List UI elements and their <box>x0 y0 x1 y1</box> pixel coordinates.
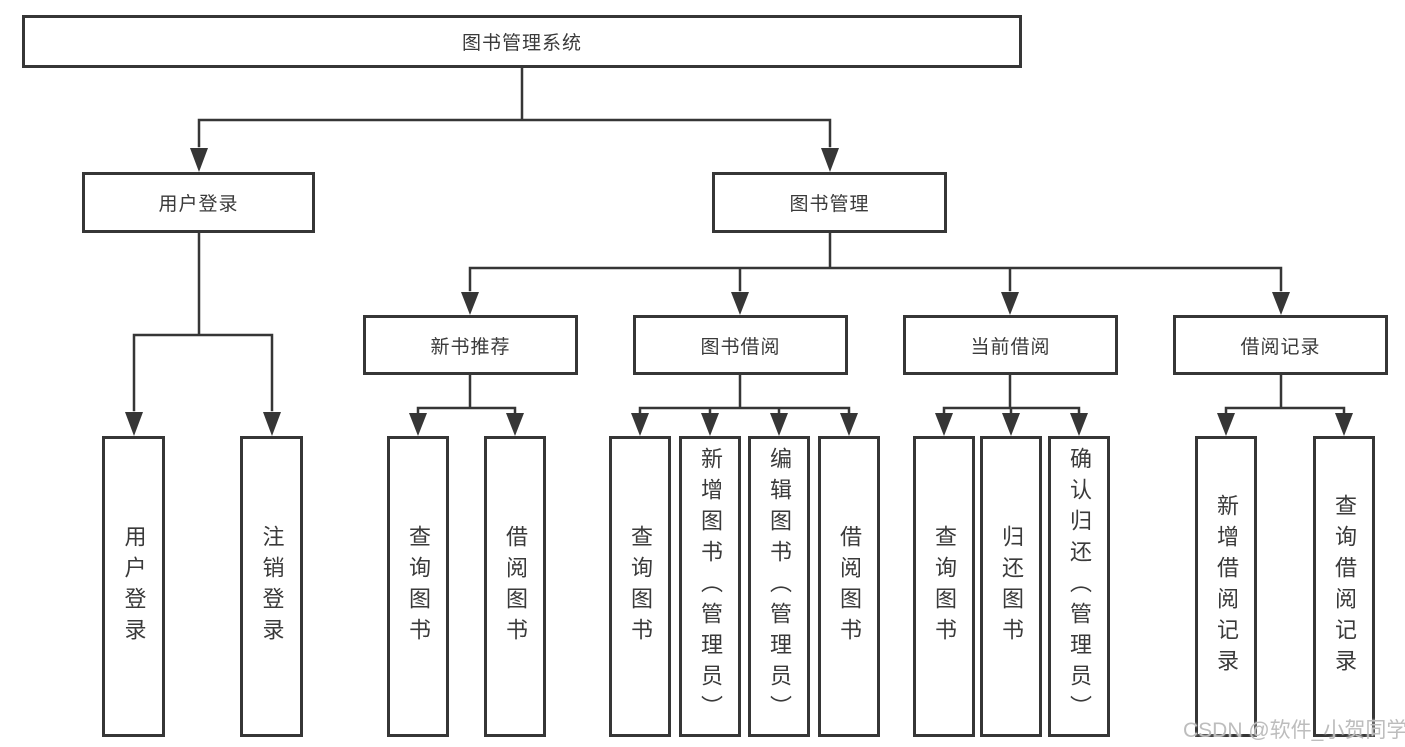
node-current-borrow-label: 当前借阅 <box>970 336 1051 358</box>
node-book-management: 图书管理 <box>712 172 947 233</box>
leaf-edit-books-admin: 编辑图书（管理员） <box>748 436 810 737</box>
node-book-borrow: 图书借阅 <box>633 315 848 375</box>
arrowhead-icon <box>770 413 788 436</box>
arrowhead-icon <box>1001 292 1019 315</box>
arrowhead-icon <box>125 412 143 436</box>
node-root-system: 图书管理系统 <box>22 15 1022 68</box>
leaf-confirm-return-admin: 确认归还（管理员） <box>1048 436 1110 737</box>
leaf-borrow-books-newbook: 借阅图书 <box>484 436 546 737</box>
leaf-borrow-books-newbook-label: 借阅图书 <box>503 524 528 649</box>
leaf-borrow-books: 借阅图书 <box>818 436 880 737</box>
leaf-user-login: 用户登录 <box>102 436 165 737</box>
leaf-return-books-label: 归还图书 <box>999 524 1024 649</box>
leaf-add-books-admin-label: 新增图书（管理员） <box>698 447 723 726</box>
leaf-query-books-borrow: 查询图书 <box>609 436 671 737</box>
leaf-return-books: 归还图书 <box>980 436 1042 737</box>
arrowhead-icon <box>409 413 427 436</box>
arrowhead-icon <box>461 292 479 315</box>
node-book-management-label: 图书管理 <box>789 194 870 215</box>
leaf-query-borrow-record-label: 查询借阅记录 <box>1332 493 1357 680</box>
connector-new-book-to-leaves <box>409 373 524 436</box>
arrowhead-icon <box>1002 413 1020 436</box>
leaf-query-books-borrow-label: 查询图书 <box>628 524 653 649</box>
arrowhead-icon <box>631 413 649 436</box>
arrowhead-icon <box>731 292 749 315</box>
node-new-book-recommend-label: 新书推荐 <box>430 336 511 358</box>
leaf-add-borrow-record: 新增借阅记录 <box>1195 436 1257 737</box>
leaf-query-books-newbook-label: 查询图书 <box>406 524 431 649</box>
node-user-login-label: 用户登录 <box>158 194 239 215</box>
arrowhead-icon <box>263 412 281 436</box>
csdn-watermark: CSDN @软件_小贺同学 <box>1183 719 1405 742</box>
node-borrow-records-label: 借阅记录 <box>1240 336 1321 358</box>
connector-book-mgmt-to-level3 <box>461 231 1290 315</box>
node-borrow-records: 借阅记录 <box>1173 315 1388 375</box>
leaf-query-borrow-record: 查询借阅记录 <box>1313 436 1375 737</box>
arrowhead-icon <box>190 148 208 172</box>
node-user-login: 用户登录 <box>82 172 315 233</box>
node-current-borrow: 当前借阅 <box>903 315 1118 375</box>
leaf-query-books-current: 查询图书 <box>913 436 975 737</box>
connector-current-borrow-to-leaves <box>935 373 1088 436</box>
arrowhead-icon <box>1272 292 1290 315</box>
arrowhead-icon <box>1335 413 1353 436</box>
connector-book-borrow-to-leaves <box>631 373 858 436</box>
leaf-edit-books-admin-label: 编辑图书（管理员） <box>767 447 792 726</box>
node-book-borrow-label: 图书借阅 <box>700 336 781 358</box>
leaf-borrow-books-label: 借阅图书 <box>837 524 862 649</box>
leaf-query-books-newbook: 查询图书 <box>387 436 449 737</box>
arrowhead-icon <box>821 148 839 172</box>
leaf-query-books-current-label: 查询图书 <box>932 524 957 649</box>
leaf-logout: 注销登录 <box>240 436 303 737</box>
arrowhead-icon <box>1070 413 1088 436</box>
arrowhead-icon <box>840 413 858 436</box>
arrowhead-icon <box>1217 413 1235 436</box>
leaf-add-borrow-record-label: 新增借阅记录 <box>1214 493 1239 680</box>
arrowhead-icon <box>935 413 953 436</box>
connector-root-to-level2 <box>190 66 839 172</box>
node-root-label: 图书管理系统 <box>461 33 582 54</box>
arrowhead-icon <box>506 413 524 436</box>
leaf-confirm-return-admin-label: 确认归还（管理员） <box>1067 447 1092 726</box>
connector-records-to-leaves <box>1217 373 1353 436</box>
leaf-add-books-admin: 新增图书（管理员） <box>679 436 741 737</box>
arrowhead-icon <box>701 413 719 436</box>
leaf-user-login-label: 用户登录 <box>121 524 147 649</box>
node-new-book-recommend: 新书推荐 <box>363 315 578 375</box>
leaf-logout-label: 注销登录 <box>259 524 285 649</box>
connector-user-login-to-leaves <box>125 231 281 436</box>
